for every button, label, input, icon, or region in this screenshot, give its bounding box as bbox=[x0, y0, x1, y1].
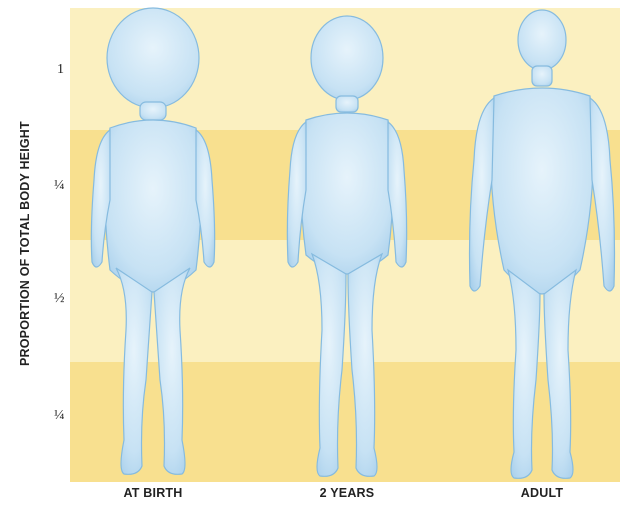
tick-label-quarter-upper: ¼ bbox=[54, 178, 65, 194]
figure-at-birth bbox=[91, 8, 214, 474]
y-axis-label: PROPORTION OF TOTAL BODY HEIGHT bbox=[18, 126, 34, 366]
tick-label-quarter-lower: ¼ bbox=[54, 408, 65, 424]
caption-2-years: 2 YEARS bbox=[277, 486, 417, 500]
caption-at-birth: AT BIRTH bbox=[83, 486, 223, 500]
tick-label-half: ½ bbox=[54, 291, 65, 307]
figure-adult bbox=[470, 10, 615, 478]
tick-label-1: 1 bbox=[57, 62, 64, 78]
figure-2-years bbox=[287, 16, 406, 476]
caption-adult: ADULT bbox=[472, 486, 612, 500]
